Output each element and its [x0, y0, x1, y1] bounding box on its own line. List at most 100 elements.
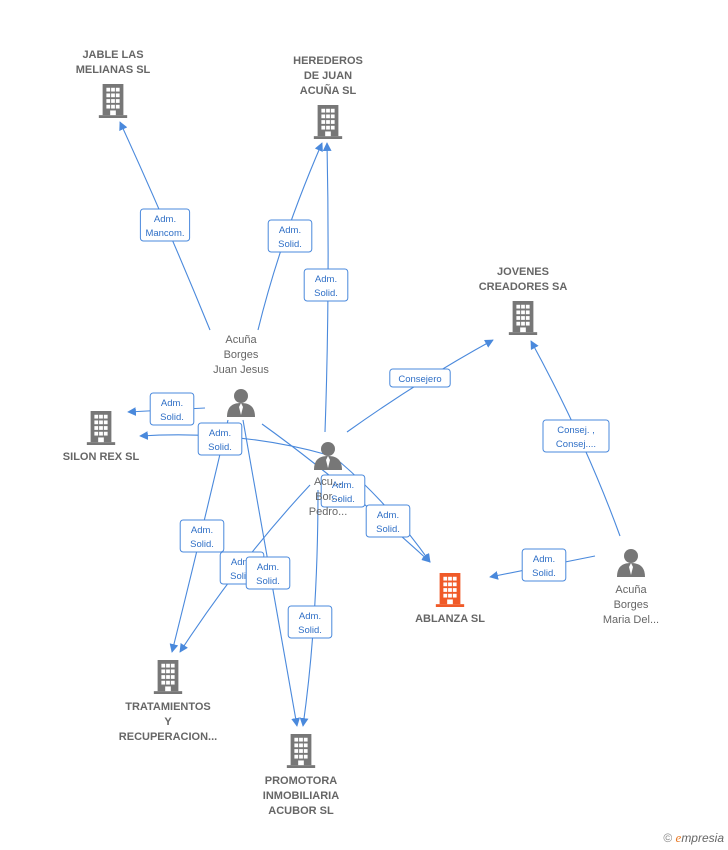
edge-label[interactable]: Adm. Solid.	[320, 474, 366, 508]
node-label: JABLE LAS	[82, 49, 143, 61]
edge-label-box	[365, 504, 411, 538]
nodes-layer: JABLE LAS MELIANAS SL HEREDEROS DE JUAN ACUÑ…	[63, 49, 659, 817]
edge-label-text: Solid.	[278, 239, 302, 250]
edge-label-text: Solid.	[298, 625, 322, 636]
edge-label-box	[303, 268, 349, 302]
building-icon	[286, 734, 316, 768]
edge-label[interactable]: Adm. Solid.	[287, 605, 333, 639]
node-silon[interactable]: SILON REX SL	[63, 411, 140, 463]
edge-label-box	[521, 548, 567, 582]
building-icon	[313, 105, 343, 139]
edge-label-text: Solid.	[376, 524, 400, 535]
node-label: JOVENES	[497, 266, 549, 278]
edge-label-text: Adm.	[231, 557, 253, 568]
edge-label-text: Solid.	[230, 571, 254, 582]
node-label: ACUÑA SL	[300, 84, 357, 97]
edge-label[interactable]: Consejero	[389, 368, 451, 388]
edge-label-text: Adm.	[533, 554, 555, 565]
copyright-symbol: ©	[663, 831, 673, 845]
node-label: DE JUAN	[304, 70, 352, 82]
edge-label-text: Solid.	[532, 568, 556, 579]
edge-label-box	[389, 368, 451, 388]
building-icon	[86, 411, 116, 445]
edge-label-box	[287, 605, 333, 639]
building-icon	[508, 301, 538, 335]
node-ablanza[interactable]: ABLANZA SL	[415, 573, 485, 625]
edge-labels-layer: Adm.Mancom.Adm.Solid.Adm.Solid.Consejero…	[139, 208, 610, 639]
node-jovenes[interactable]: JOVENES CREADORES SA	[479, 266, 568, 335]
edge-label-box	[179, 519, 225, 553]
brand-name: mpresia	[681, 831, 724, 845]
edge-label-text: Consej....	[556, 439, 596, 450]
node-promotora[interactable]: PROMOTORA INMOBILIARIA ACUBOR SL	[263, 734, 339, 817]
edge-label[interactable]: Adm. Solid.	[245, 556, 291, 590]
node-label: Borges	[224, 349, 259, 361]
edge-label-text: Adm.	[377, 510, 399, 521]
edge-label-text: Adm.	[315, 274, 337, 285]
edge-label-box	[149, 392, 195, 426]
edge-label[interactable]: Adm. Solid.	[179, 519, 225, 553]
edge-label[interactable]: Adm. Solid.	[521, 548, 567, 582]
edge-label-text: Solid.	[314, 288, 338, 299]
edge-label-text: Adm.	[257, 562, 279, 573]
node-label: INMOBILIARIA	[263, 790, 339, 802]
person-icon	[617, 549, 645, 577]
node-label: Maria Del...	[603, 614, 659, 626]
edge-label-text: Consej. ,	[557, 425, 595, 436]
edge-label[interactable]: Adm. Solid.	[365, 504, 411, 538]
edge-label-text: Adm.	[191, 525, 213, 536]
node-label: CREADORES SA	[479, 281, 568, 293]
edge-label[interactable]: Adm. Mancom.	[139, 208, 191, 242]
edge-label-text: Adm.	[154, 214, 176, 225]
building-icon	[153, 660, 183, 694]
edge-label-text: Adm.	[299, 611, 321, 622]
brand-initial: e	[675, 830, 682, 845]
edge-label[interactable]: Adm. Solid.	[303, 268, 349, 302]
node-tratamientos[interactable]: TRATAMIENTOS Y RECUPERACION...	[119, 660, 217, 743]
building-icon	[98, 84, 128, 118]
edge-label-text: Solid.	[256, 576, 280, 587]
node-label: RECUPERACION...	[119, 731, 217, 743]
building-icon	[435, 573, 465, 607]
node-herederos[interactable]: HEREDEROS DE JUAN ACUÑA SL	[293, 55, 363, 139]
edge-label-box	[139, 208, 191, 242]
node-label: Acu...	[314, 476, 342, 488]
edge-label[interactable]: Consej. , Consej....	[542, 419, 610, 453]
edge-label-text: Solid.	[331, 494, 355, 505]
node-jable[interactable]: JABLE LAS MELIANAS SL	[76, 49, 151, 118]
edge-label-text: Adm.	[332, 480, 354, 491]
edge-label[interactable]: Adm.Solid.	[197, 422, 243, 456]
node-label: PROMOTORA	[265, 775, 338, 787]
edge-label-text: Adm.	[279, 225, 301, 236]
node-label: HEREDEROS	[293, 55, 363, 67]
node-label: TRATAMIENTOS	[125, 701, 211, 713]
edge-label-box	[245, 556, 291, 590]
node-label: Juan Jesus	[213, 364, 269, 376]
node-label: ABLANZA SL	[415, 613, 485, 625]
edge-label-text: Adm.	[161, 398, 183, 409]
node-label: ACUBOR SL	[268, 805, 334, 817]
edge-label[interactable]: Adm. Solid.	[267, 219, 313, 253]
node-label: MELIANAS SL	[76, 64, 151, 76]
edge-label-text: Solid.	[190, 539, 214, 550]
node-label: Acuña	[225, 334, 257, 346]
edge-label-box	[267, 219, 313, 253]
person-icon	[227, 389, 255, 417]
person-icon	[314, 442, 342, 470]
node-label: Y	[164, 716, 172, 728]
edge-label-box	[542, 419, 610, 453]
node-label: Borges	[614, 599, 649, 611]
edge-label-text: Consejero	[398, 374, 441, 385]
brand-footer[interactable]: © empresia	[663, 830, 724, 846]
edge-label-text: Mancom.	[145, 228, 184, 239]
node-label: Pedro...	[309, 506, 348, 518]
edge-label[interactable]: Adm.Solid.	[149, 392, 195, 426]
edge-label-box	[197, 422, 243, 456]
edge-label-text: Adm.	[209, 428, 231, 439]
node-label: Bor...	[315, 491, 341, 503]
node-pedro[interactable]: Acu... Bor... Pedro...	[309, 442, 348, 518]
node-label: Acuña	[615, 584, 647, 596]
